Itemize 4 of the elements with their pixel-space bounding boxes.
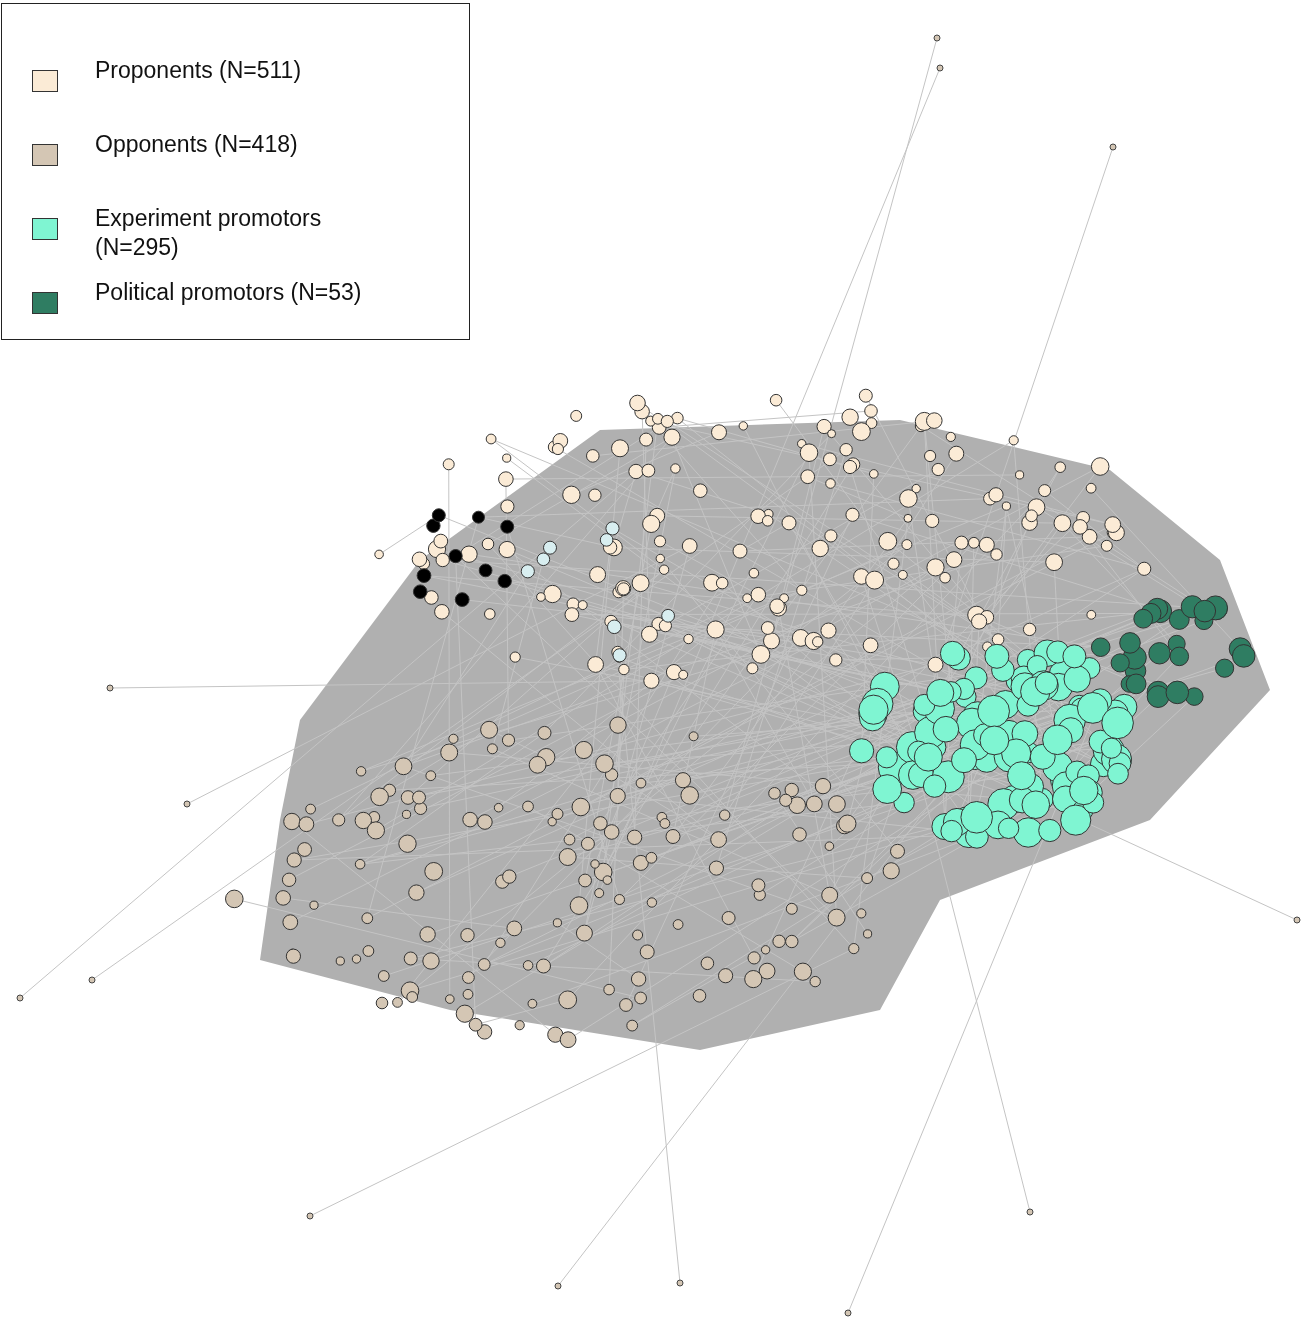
legend-label: Political promotors (N=53) — [95, 278, 363, 307]
legend-label: Proponents (N=511) — [95, 56, 303, 85]
legend-label: Opponents (N=418) — [95, 130, 299, 159]
legend-label: Experiment promotors (N=295) — [95, 204, 323, 262]
